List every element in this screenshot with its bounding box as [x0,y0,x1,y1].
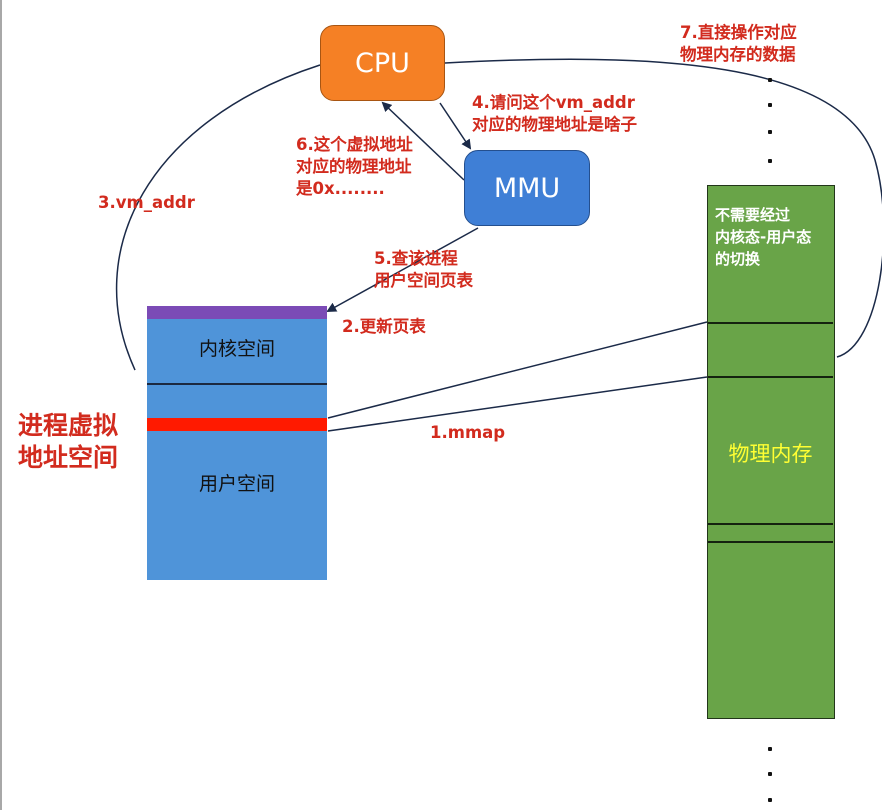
step-3-label: 3.vm_addr [98,193,195,212]
page-table-lookup-arrow [326,227,479,312]
continuation-dot [768,159,772,163]
cpu-box: CPU [320,25,445,101]
virtual-address-space: 内核空间 用户空间 [147,306,327,580]
continuation-dot [768,78,772,82]
step-7-label: 7.直接操作对应 物理内存的数据 [680,23,797,64]
continuation-dot [768,747,772,751]
physical-memory-label: 物理内存 [728,442,813,466]
user-space-label: 用户空间 [198,473,275,495]
step-4-label: 4.请问这个vm_addr 对应的物理地址是啥子 [472,93,637,134]
step-1-label: 1.mmap [430,423,506,442]
left-border [0,0,2,810]
direct-access-connector [444,58,882,358]
step-6-label: 6.这个虚拟地址 对应的物理地址 是0x........ [296,135,413,198]
physical-memory: 不需要经过 内核态-用户态 的切换 物理内存 [707,185,835,719]
mapped-region-top [708,322,833,324]
mmap-line-lower [327,376,708,432]
continuation-dot [768,103,772,107]
step-2-label: 2.更新页表 [342,317,426,336]
kernel-space-label: 内核空间 [198,338,275,360]
mmap-region [147,418,327,431]
vm-addr-loop-connector [115,64,321,371]
cpu-label: CPU [355,47,410,79]
continuation-dot [768,798,772,802]
region-divider-a [708,523,833,525]
answer-arrow [381,101,465,181]
virtual-space-title: 进程虚拟 地址空间 [18,411,119,472]
page-table-bar [147,306,327,319]
step-5-label: 5.查该进程 用户空间页表 [374,249,473,290]
mmap-line-upper [327,321,708,419]
kernel-user-divider [147,383,327,385]
mapped-region-bottom [708,376,833,378]
query-arrow [439,102,472,150]
no-mode-switch-note: 不需要经过 内核态-用户态 的切换 [715,206,812,268]
region-divider-b [708,541,833,543]
continuation-dot [768,772,772,776]
mmu-box: MMU [464,150,590,226]
continuation-dot [768,130,772,134]
mmu-label: MMU [493,172,561,204]
